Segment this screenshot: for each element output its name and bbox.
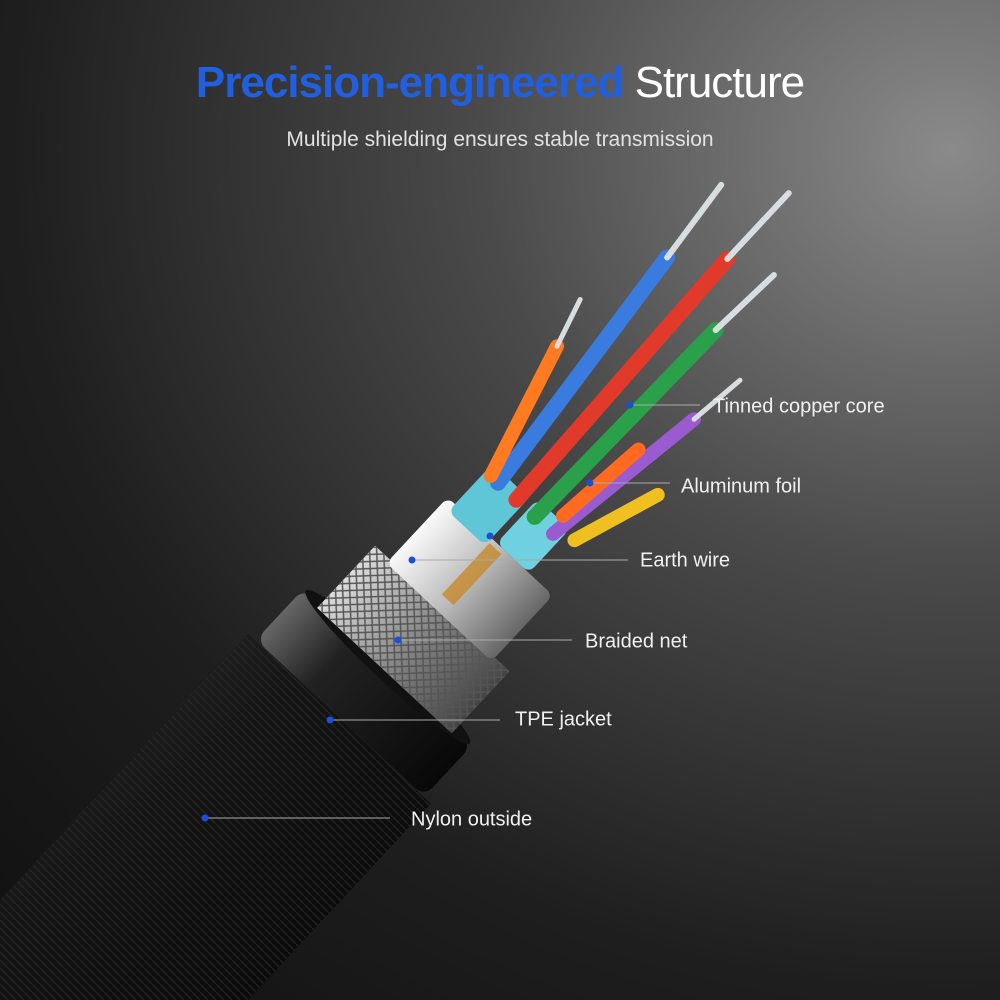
label-tinned-copper-core: Tinned copper core <box>713 395 885 418</box>
label-aluminum-foil: Aluminum foil <box>681 475 802 498</box>
title-rest: Structure <box>634 58 806 107</box>
callout-lines <box>205 404 700 819</box>
title-highlight: Precision-engineered <box>195 58 624 107</box>
label-tpe-jacket: TPE jacket <box>515 708 612 731</box>
subtitle: Multiple shielding ensures stable transm… <box>286 128 714 151</box>
label-nylon-outside: Nylon outside <box>411 808 533 831</box>
label-earth-wire: Earth wire <box>640 549 731 572</box>
label-braided-net: Braided net <box>585 630 688 653</box>
tpe-jacket <box>260 593 467 792</box>
aluminum-foil <box>451 467 526 543</box>
wires <box>483 181 792 548</box>
callout-dots <box>201 401 634 822</box>
page-title: Precision-engineered Structure <box>0 58 1000 108</box>
